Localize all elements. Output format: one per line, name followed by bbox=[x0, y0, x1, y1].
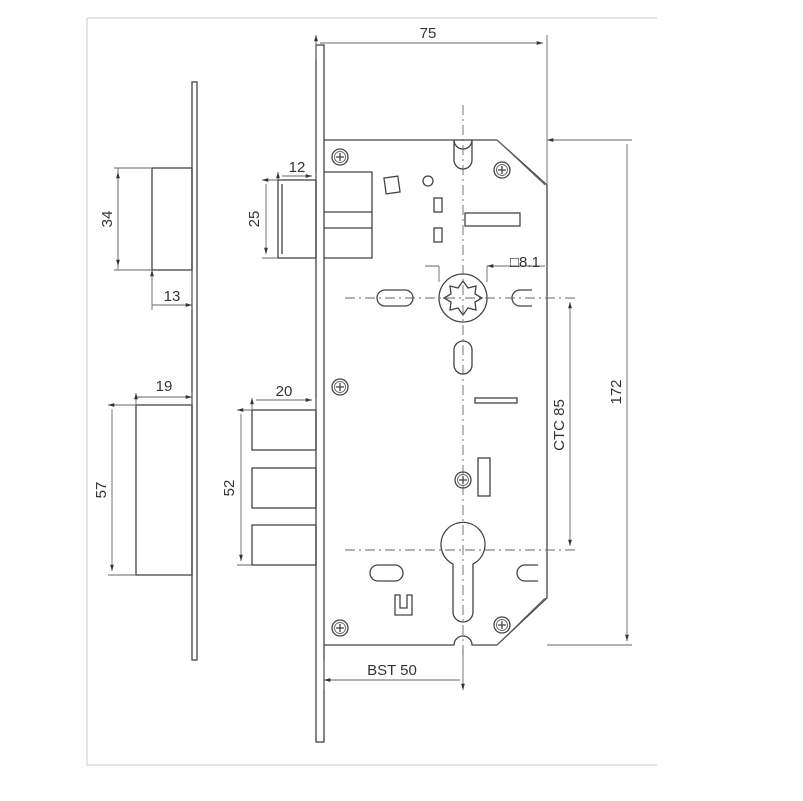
dim-side-latch-height: 34 bbox=[99, 211, 116, 228]
dim-case-height: 172 bbox=[608, 379, 625, 404]
dim-side-latch-depth: 13 bbox=[164, 288, 181, 305]
dim-latch-height: 25 bbox=[246, 211, 263, 228]
dim-bolt-height: 52 bbox=[221, 480, 238, 497]
dim-side-bolt-height: 57 bbox=[93, 482, 110, 499]
dim-ctc: CTC 85 bbox=[551, 399, 568, 451]
dim-backset: BST 50 bbox=[367, 662, 417, 679]
dim-latch-projection: 12 bbox=[289, 159, 306, 176]
front-view bbox=[237, 35, 632, 743]
dim-bolt-projection: 20 bbox=[276, 383, 293, 400]
side-view bbox=[108, 81, 197, 661]
frame-border bbox=[86, 17, 657, 766]
dim-follower-square: □8.1 bbox=[510, 254, 540, 271]
dim-side-bolt-depth: 19 bbox=[156, 378, 173, 395]
dim-case-width: 75 bbox=[420, 25, 437, 42]
